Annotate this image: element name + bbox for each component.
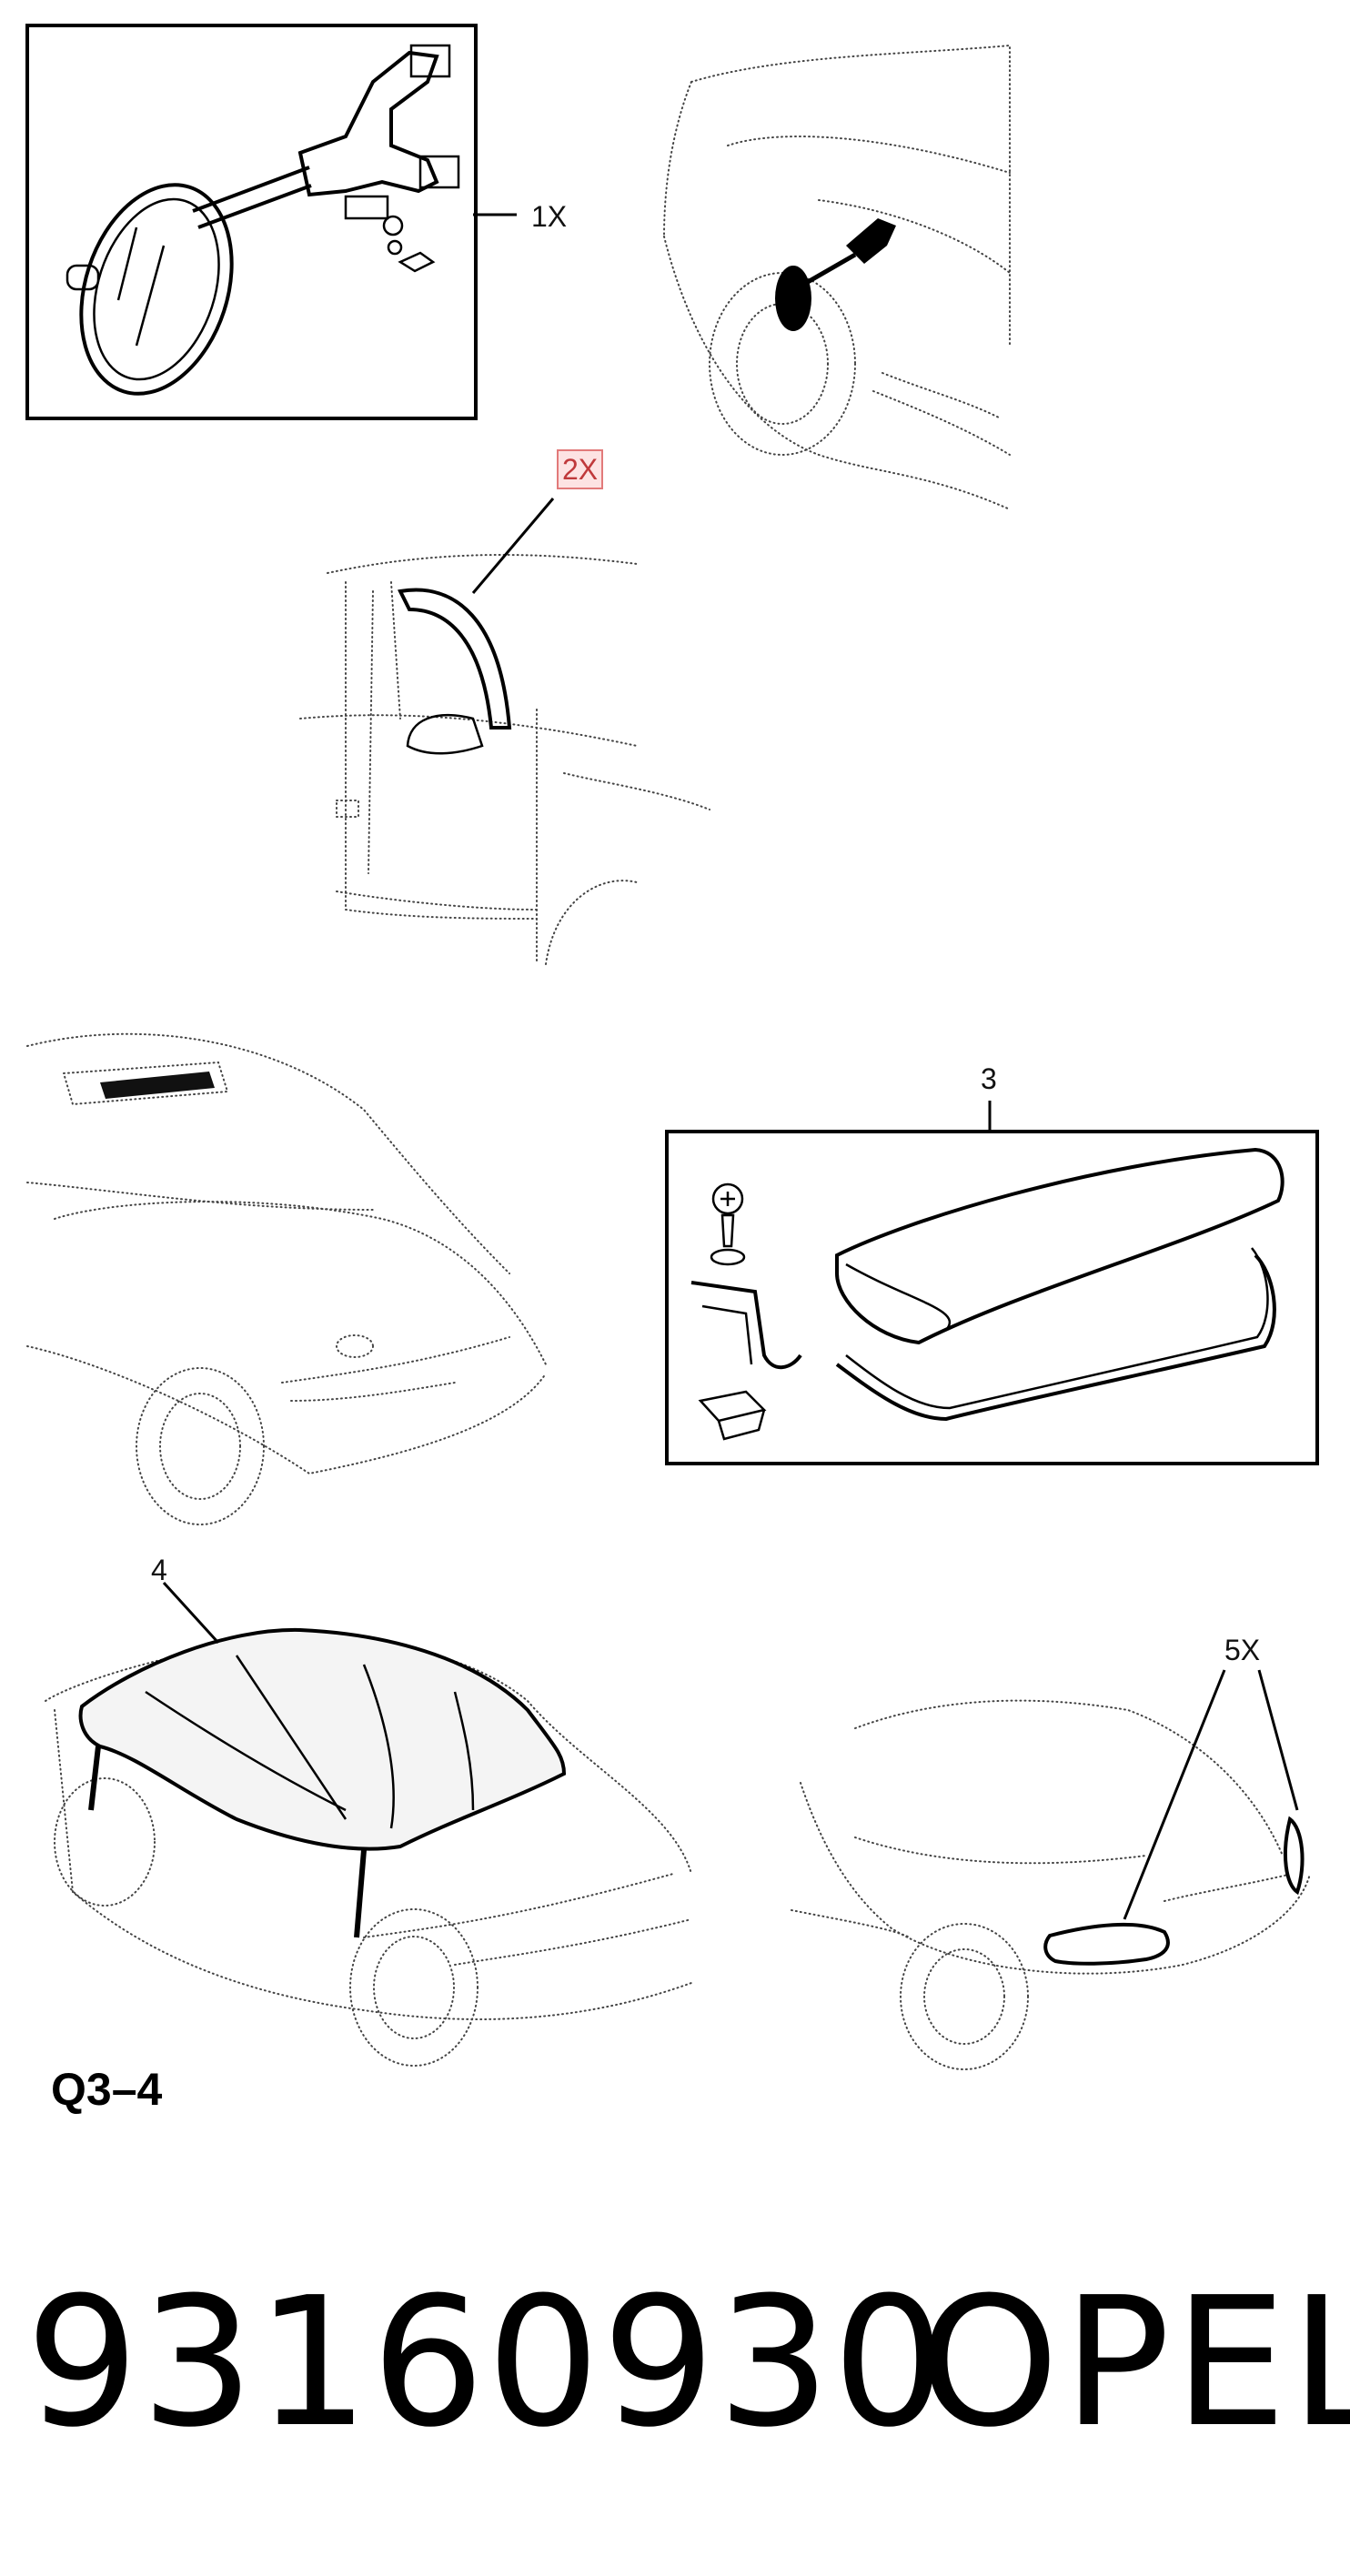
mirror-detail-box — [25, 24, 517, 420]
callout-5x: 5X — [1224, 1634, 1261, 1666]
callout-2x: 2X — [557, 449, 604, 489]
sheet-code-label: Q3–4 — [51, 2064, 163, 2115]
headlamp-protector-drawing — [791, 1669, 1311, 2070]
window-deflector-drawing — [299, 498, 710, 965]
part-number: 93160930 — [25, 2259, 948, 2467]
car-front-quarter-drawing — [663, 44, 1011, 510]
callout-3: 3 — [981, 1062, 997, 1095]
sunroof-deflector-car-drawing — [26, 1032, 547, 1525]
sunroof-deflector-detail-box — [665, 1101, 1319, 1465]
brand-name: OPEL — [919, 2259, 1350, 2467]
car-cover-drawing — [45, 1581, 692, 2067]
callout-1x: 1X — [531, 200, 568, 233]
callout-4: 4 — [151, 1554, 167, 1586]
